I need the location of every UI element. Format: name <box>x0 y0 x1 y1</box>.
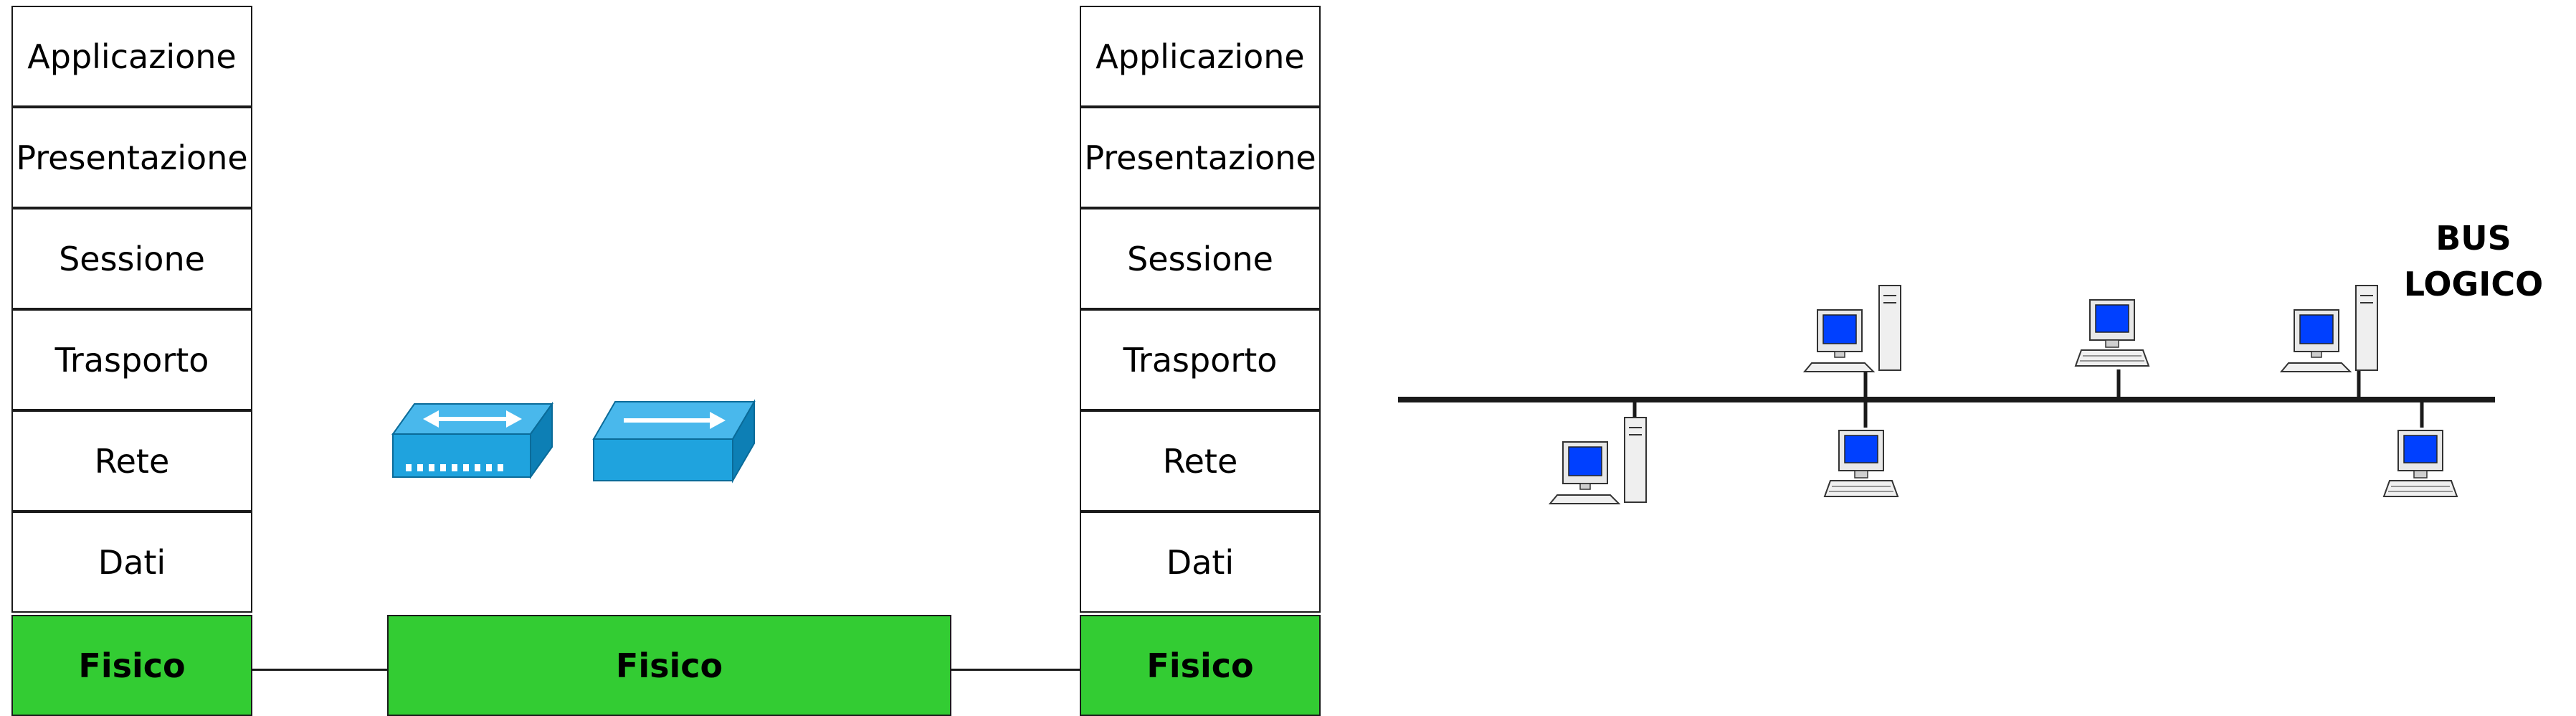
bus-label-line1: BUS <box>2435 219 2511 258</box>
computer-icon <box>1549 417 1647 504</box>
layer-label: Dati <box>1166 542 1235 582</box>
layer-label: Presentazione <box>1084 138 1316 177</box>
bus-logico-label: BUS LOGICO <box>2395 215 2552 307</box>
layer-label: Applicazione <box>27 37 237 76</box>
link-line-left <box>252 669 387 671</box>
layer-rete: Rete <box>1080 410 1321 512</box>
layer-dati: Dati <box>11 512 252 613</box>
layer-label: Trasporto <box>1123 340 1278 380</box>
layer-label: Fisico <box>78 646 186 685</box>
layer-label: Applicazione <box>1095 37 1305 76</box>
layer-sessione: Sessione <box>11 208 252 309</box>
middle-physical-layer: Fisico <box>387 615 951 716</box>
layer-trasporto: Trasporto <box>11 309 252 410</box>
computer-icon <box>2281 285 2378 372</box>
layer-dati: Dati <box>1080 512 1321 613</box>
layer-label: Rete <box>94 441 170 481</box>
layer-fisico: Fisico <box>11 615 252 716</box>
middle-layer-label: Fisico <box>615 646 723 685</box>
layer-presentazione: Presentazione <box>1080 107 1321 208</box>
computer-icon <box>2075 299 2149 367</box>
layer-rete: Rete <box>11 410 252 512</box>
computer-icon <box>1804 285 1901 372</box>
layer-label: Sessione <box>1127 239 1273 278</box>
hub-icon <box>391 401 553 480</box>
layer-label: Presentazione <box>16 138 248 177</box>
layer-presentazione: Presentazione <box>11 107 252 208</box>
layer-sessione: Sessione <box>1080 208 1321 309</box>
bus-label-line2: LOGICO <box>2403 265 2544 303</box>
computer-icon <box>2383 430 2458 497</box>
layer-label: Sessione <box>59 239 205 278</box>
layer-applicazione: Applicazione <box>1080 6 1321 107</box>
layer-label: Trasporto <box>54 340 209 380</box>
layer-fisico: Fisico <box>1080 615 1321 716</box>
layer-applicazione: Applicazione <box>11 6 252 107</box>
switch-icon <box>592 399 756 484</box>
link-line-right <box>951 669 1080 671</box>
layer-label: Dati <box>98 542 166 582</box>
layer-label: Fisico <box>1146 646 1254 685</box>
layer-label: Rete <box>1162 441 1238 481</box>
computer-icon <box>1824 430 1898 497</box>
layer-trasporto: Trasporto <box>1080 309 1321 410</box>
